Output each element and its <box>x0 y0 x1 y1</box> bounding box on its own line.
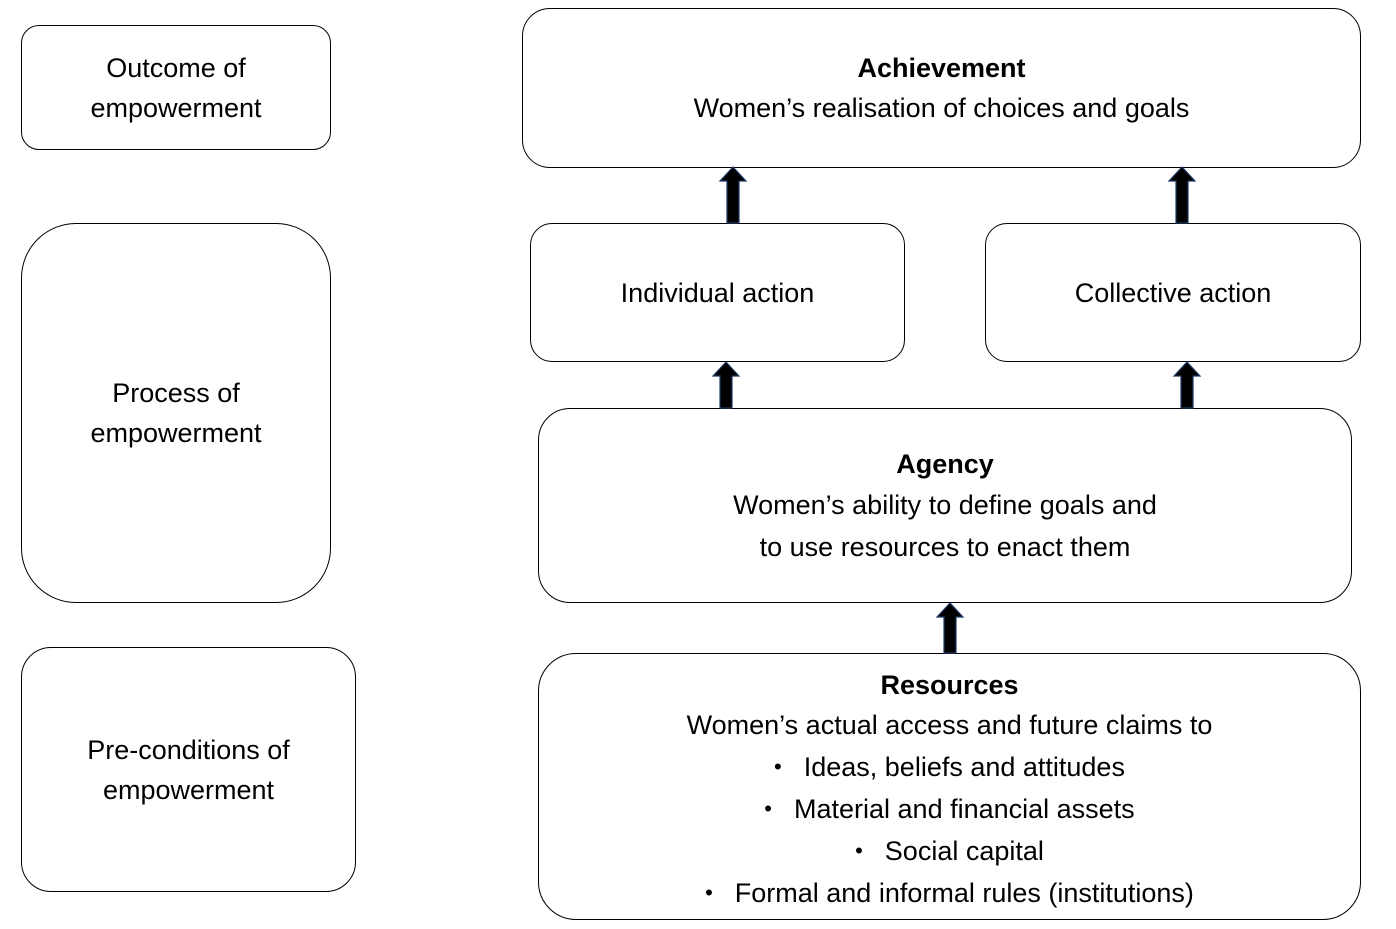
outcome-stage-label-line1: Outcome of <box>106 52 246 83</box>
collective-action-label: Collective action <box>1074 277 1272 308</box>
achievement-title: Achievement <box>857 53 1026 83</box>
resources-bullet-list: • Ideas, beliefs and attitudes • Material … <box>705 746 1194 914</box>
resources-bullet-text: Formal and informal rules (institutions) <box>734 878 1194 908</box>
preconditions-stage-label-line1: Pre-conditions of <box>87 734 290 765</box>
resources-bullet-item: • Formal and informal rules (institutions… <box>705 872 1194 914</box>
resources-bullet-item: • Material and financial assets <box>764 788 1134 830</box>
individual-action-label: Individual action <box>620 277 815 308</box>
outcome-stage-box: Outcome of empowerment <box>21 25 331 150</box>
process-stage-label-line2: empowerment <box>90 418 262 448</box>
collective-action-box: Collective action <box>985 223 1361 362</box>
resources-title: Resources <box>880 670 1019 700</box>
individual-action-box: Individual action <box>530 223 905 362</box>
resources-box: Resources Women’s actual access and futu… <box>538 653 1361 920</box>
bullet-icon: • <box>774 754 782 779</box>
bullet-icon: • <box>764 796 772 821</box>
resources-bullet-text: Material and financial assets <box>794 794 1135 824</box>
agency-description-line2: to use resources to enact them <box>759 531 1131 562</box>
resources-description: Women’s actual access and future claims … <box>686 710 1213 740</box>
agency-description-line1: Women’s ability to define goals and <box>733 489 1157 520</box>
arrow-up-icon-agency-to-individual <box>711 361 741 409</box>
arrow-up-icon-individual-to-achievement <box>718 166 748 224</box>
achievement-description: Women’s realisation of choices and goals <box>693 93 1190 123</box>
preconditions-stage-label-line2: empowerment <box>102 774 275 805</box>
preconditions-stage-box: Pre-conditions of empowerment <box>21 647 356 892</box>
bullet-icon: • <box>855 838 863 863</box>
process-stage-label-line1: Process of <box>112 378 240 408</box>
resources-bullet-text: Social capital <box>884 836 1044 866</box>
arrow-up-icon-agency-to-collective <box>1172 361 1202 409</box>
agency-box: Agency Women’s ability to define goals a… <box>538 408 1352 603</box>
arrow-up-icon-collective-to-achievement <box>1167 166 1197 224</box>
agency-title: Agency <box>896 448 994 479</box>
process-stage-box: Process of empowerment <box>21 223 331 603</box>
arrow-up-icon-resources-to-agency <box>935 602 965 654</box>
achievement-box: Achievement Women’s realisation of choic… <box>522 8 1361 168</box>
resources-bullet-item: • Ideas, beliefs and attitudes <box>774 746 1125 788</box>
resources-bullet-item: • Social capital <box>855 830 1044 872</box>
bullet-icon: • <box>705 880 713 905</box>
outcome-stage-label-line2: empowerment <box>90 92 262 123</box>
resources-bullet-text: Ideas, beliefs and attitudes <box>803 752 1125 782</box>
